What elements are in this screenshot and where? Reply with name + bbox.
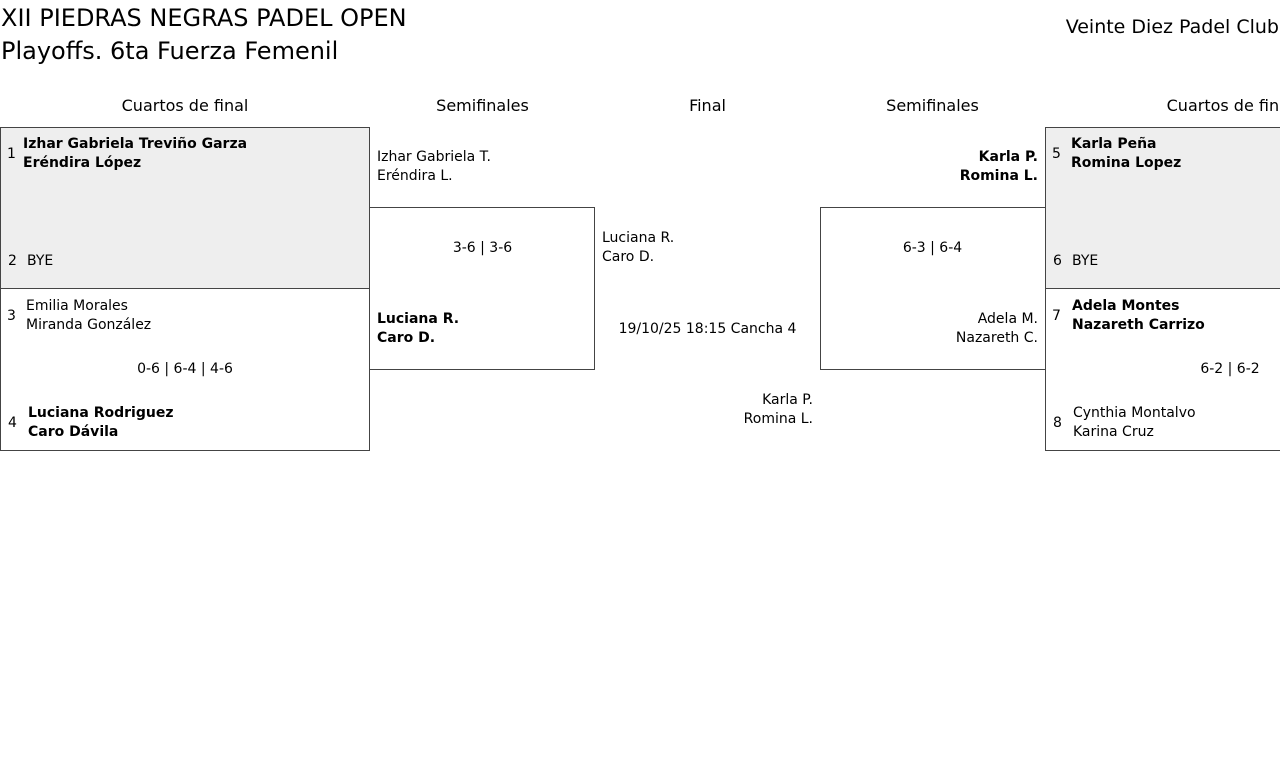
round-heading-qf-right: Cuartos de final [1166,96,1280,115]
team-names: BYE [27,252,53,271]
round-heading-sf-right: Semifinales [886,96,979,115]
player-name: Cynthia Montalvo [1073,405,1196,421]
quarterfinal-match-1 [0,127,370,289]
match-score: 3-6 | 3-6 [452,240,513,256]
team-names: Izhar Gabriela T. Eréndira L. [377,148,491,186]
quarterfinal-match-3 [1045,127,1280,289]
player-name: Caro Dávila [28,424,119,440]
player-name: Luciana R. [602,230,675,246]
player-name: Adela M. [977,311,1038,327]
player-name: Karla P. [978,149,1038,165]
seed-number: 8 [1053,415,1062,431]
player-name: Miranda González [26,317,152,333]
player-name: Luciana Rodriguez [28,405,174,421]
team-names: Karla Peña Romina Lopez [1071,135,1181,173]
final-schedule: 19/10/25 18:15 Cancha 4 [618,321,797,337]
seed-number: 1 [7,146,16,162]
team-names: Emilia Morales Miranda González [26,297,151,335]
seed-number: 5 [1052,146,1061,162]
seed-number: 6 [1053,253,1062,269]
tournament-title: XII PIEDRAS NEGRAS PADEL OPEN Playoffs. … [1,2,407,68]
player-name: Karla Peña [1071,136,1157,152]
team-names: Luciana R. Caro D. [602,229,674,267]
team-names: Adela M. Nazareth C. [956,310,1038,348]
match-score: 6-3 | 6-4 [902,240,963,256]
quarterfinal-match-4 [1045,288,1280,451]
team-names: Luciana Rodriguez Caro Dávila [28,404,173,442]
player-name: Karla P. [762,392,813,408]
match-score: 0-6 | 6-4 | 4-6 [137,361,233,377]
seed-number: 7 [1052,308,1061,324]
seed-number: 2 [8,253,17,269]
team-names: Karla P. Romina L. [744,391,813,429]
team-names: Karla P. Romina L. [960,148,1038,186]
player-name: Caro D. [377,330,436,346]
player-name: Romina Lopez [1071,155,1182,171]
player-name: Izhar Gabriela T. [377,149,491,165]
player-name: Nazareth Carrizo [1072,317,1205,333]
team-names: BYE [1072,252,1098,271]
round-heading-final: Final [689,96,726,115]
player-name: Romina L. [959,168,1038,184]
player-name: Luciana R. [377,311,460,327]
player-name: Romina L. [743,411,813,427]
round-heading-qf-left: Cuartos de final [121,96,249,115]
semifinal-match-left [369,207,595,370]
team-names: Izhar Gabriela Treviño Garza Eréndira Ló… [23,135,247,173]
seed-number: 4 [8,415,17,431]
title-line-1: XII PIEDRAS NEGRAS PADEL OPEN [1,4,407,32]
team-names: Adela Montes Nazareth Carrizo [1072,297,1205,335]
player-name: Eréndira L. [377,168,453,184]
player-name: Izhar Gabriela Treviño Garza [23,136,248,152]
round-heading-sf-left: Semifinales [436,96,529,115]
match-score: 6-2 | 6-2 [1200,361,1260,377]
player-name: Caro D. [602,249,655,265]
player-name: Nazareth C. [955,330,1038,346]
title-line-2: Playoffs. 6ta Fuerza Femenil [1,37,339,65]
club-name: Veinte Diez Padel Club [1065,16,1279,38]
team-names: Luciana R. Caro D. [377,310,459,348]
player-name: Adela Montes [1072,298,1180,314]
bye-label: BYE [27,253,54,269]
seed-number: 3 [7,308,16,324]
team-names: Cynthia Montalvo Karina Cruz [1073,404,1196,442]
player-name: Eréndira López [23,155,142,171]
player-name: Karina Cruz [1073,424,1154,440]
player-name: Emilia Morales [26,298,128,314]
bye-label: BYE [1072,253,1099,269]
